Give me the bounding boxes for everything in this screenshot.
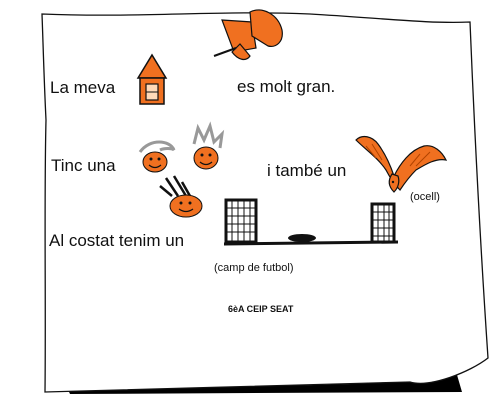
sentence-1-end: es molt gran.: [237, 77, 336, 96]
sentence-2-end: i també un: [267, 161, 347, 180]
paper-body: [41, 12, 489, 393]
sentence-2-start: Tinc una: [51, 156, 116, 175]
credit-text: 6èA CEIP SEAT: [228, 304, 294, 314]
sentence-3-start: Al costat tenim un: [49, 231, 185, 250]
field-caption: (camp de futbol): [214, 262, 294, 274]
bird-caption: (ocell): [410, 191, 440, 203]
sentence-1-start: La meva: [50, 78, 116, 97]
